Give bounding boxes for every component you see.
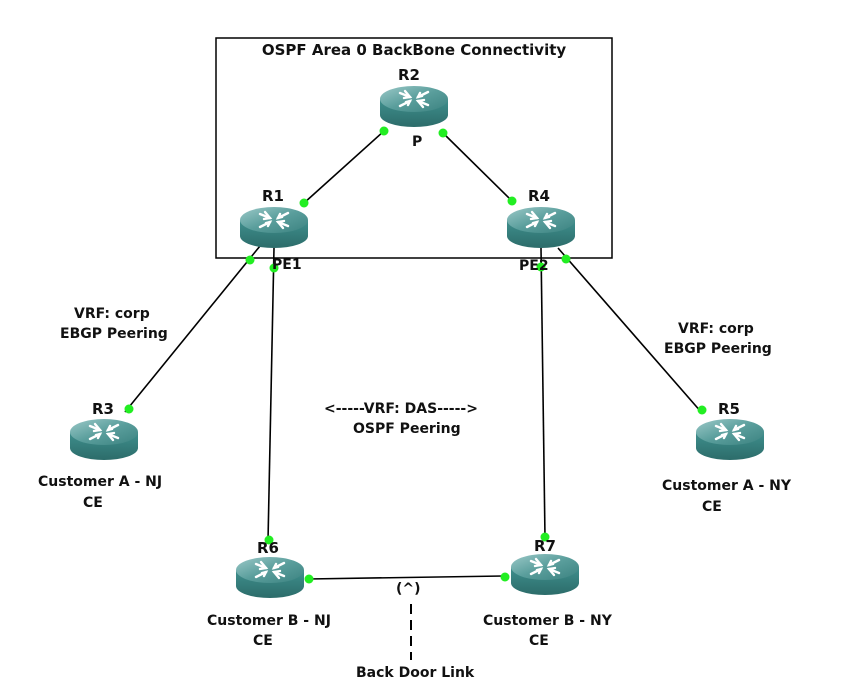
link-r2-r1 (303, 130, 385, 204)
router-icon-r3[interactable] (68, 417, 140, 462)
port-dot (379, 126, 389, 136)
port-dot (438, 128, 448, 138)
area-title: OSPF Area 0 BackBone Connectivity (261, 41, 567, 59)
right-vrf-line2: EBGP Peering (664, 341, 772, 357)
backdoor-marker: (^) (396, 581, 421, 597)
center-vrf-line2: OSPF Peering (353, 421, 461, 437)
port-dot (500, 572, 510, 582)
port-dot (507, 196, 517, 206)
ospf-area-0-box (215, 37, 613, 259)
left-vrf-line1: VRF: corp (74, 306, 150, 322)
router-role-r4: PE2 (519, 258, 549, 274)
router-label-r5: R5 (718, 400, 740, 418)
router-label-r4: R4 (528, 187, 550, 205)
router-role-r2: P (412, 134, 423, 150)
port-dot (245, 255, 255, 265)
router-role-r6: CE (253, 633, 273, 649)
router-role-r7: CE (529, 633, 549, 649)
link-r4-r7 (540, 247, 546, 539)
port-dot (540, 532, 550, 542)
router-icon-r6[interactable] (234, 555, 306, 600)
router-label-r1: R1 (262, 187, 284, 205)
router-icon-r7[interactable] (509, 552, 581, 597)
backdoor-label: Back Door Link (356, 665, 475, 681)
router-label-r2: R2 (398, 66, 420, 84)
port-dot (264, 535, 274, 545)
router-desc-r6: Customer B - NJ (207, 613, 331, 629)
router-role-r3: CE (83, 495, 103, 511)
link-r2-r4 (442, 132, 513, 202)
router-desc-r5: Customer A - NY (662, 478, 791, 494)
link-r4-r5 (557, 247, 703, 414)
router-icon-r1[interactable] (238, 205, 310, 250)
router-label-r3: R3 (92, 400, 114, 418)
router-icon-r5[interactable] (694, 417, 766, 462)
router-icon-r2[interactable] (378, 84, 450, 129)
right-vrf-line1: VRF: corp (678, 321, 754, 337)
port-dot (697, 405, 707, 415)
router-label-r7: R7 (534, 537, 556, 555)
link-r1-r6 (267, 247, 275, 542)
port-dot (304, 574, 314, 584)
router-desc-r7: Customer B - NY (483, 613, 612, 629)
port-dot (561, 254, 571, 264)
port-dot (269, 263, 279, 273)
port-dot (536, 262, 546, 272)
center-vrf-line1: <-----VRF: DAS-----> (324, 401, 478, 417)
router-role-r1: PE1 (272, 257, 302, 273)
link-r6-r7 (307, 575, 504, 580)
link-r1-r3 (124, 245, 261, 413)
router-desc-r3: Customer A - NJ (38, 474, 163, 490)
router-role-r5: CE (702, 499, 722, 515)
port-dot (124, 404, 134, 414)
router-icon-r4[interactable] (505, 205, 577, 250)
left-vrf-line2: EBGP Peering (60, 326, 168, 342)
router-label-r6: R6 (257, 539, 279, 557)
port-dot (299, 198, 309, 208)
